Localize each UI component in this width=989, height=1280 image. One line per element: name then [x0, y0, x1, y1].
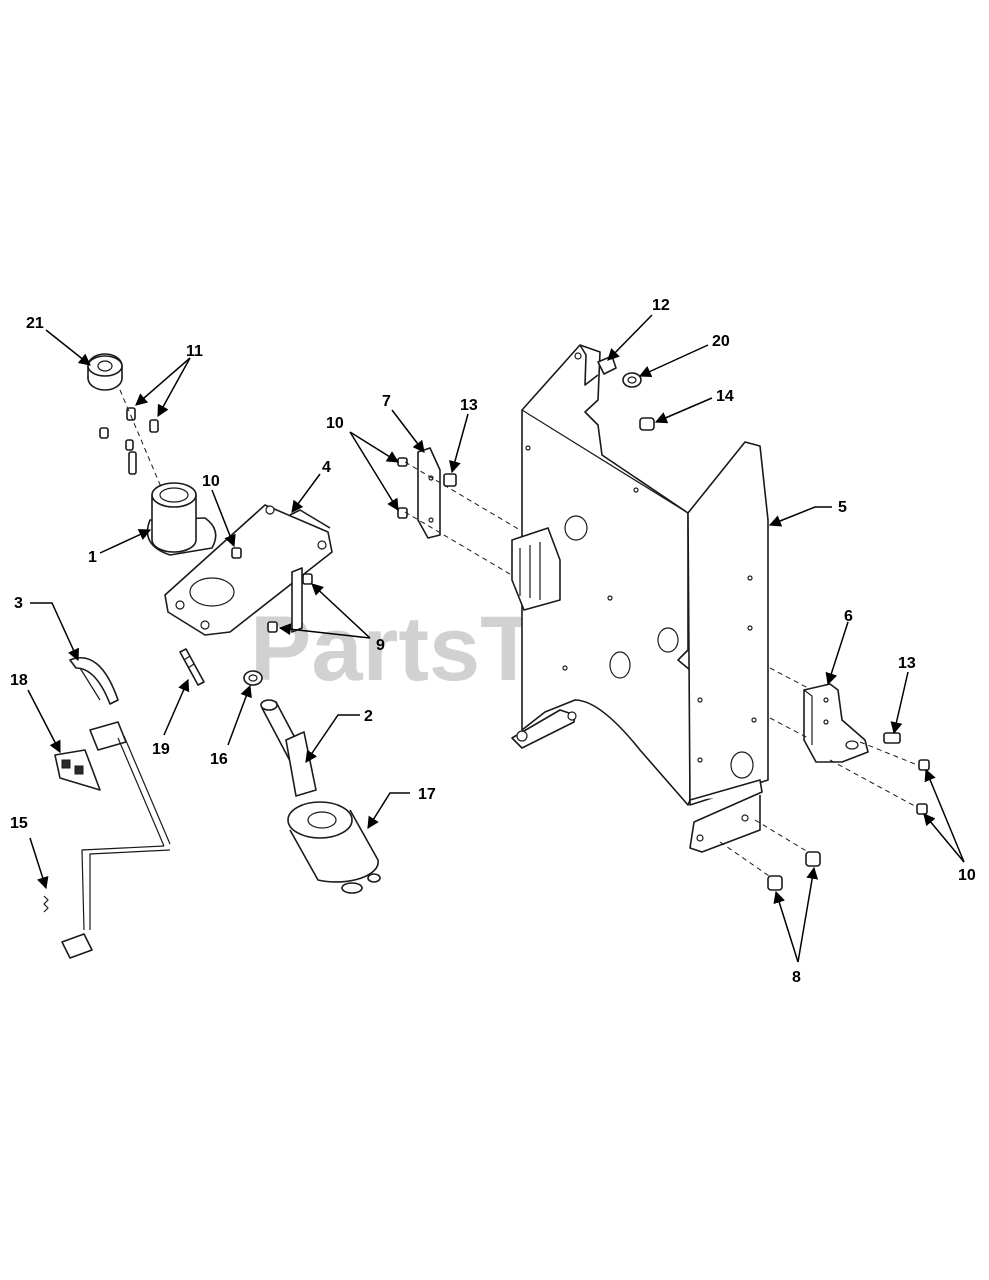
part-2-shaft[interactable]	[260, 699, 317, 797]
callout-7[interactable]: 7	[382, 393, 391, 410]
part-9-bracket-bolts[interactable]	[267, 567, 313, 633]
part-8-bolts[interactable]	[719, 819, 821, 891]
part-18-clip-bracket[interactable]	[54, 749, 101, 791]
part-3-lever-rod[interactable]	[61, 657, 171, 959]
callout-14[interactable]: 14	[716, 388, 734, 405]
callout-10[interactable]: 10	[202, 473, 220, 490]
part-15-spring-clip[interactable]	[43, 895, 49, 913]
callout-9[interactable]: 9	[376, 637, 385, 654]
part-20-washer[interactable]	[622, 372, 642, 388]
part-13-nut-upper[interactable]	[443, 473, 457, 487]
part-13-nut-right[interactable]	[883, 732, 901, 744]
callout-4[interactable]: 4	[322, 459, 331, 476]
callout-13-right[interactable]: 13	[898, 655, 916, 672]
part-11-bolts[interactable]	[99, 389, 176, 521]
callout-3[interactable]: 3	[14, 595, 23, 612]
callout-18[interactable]: 18	[10, 672, 28, 689]
callout-10-right[interactable]: 10	[958, 867, 976, 884]
callout-17[interactable]: 17	[418, 786, 436, 803]
callout-2[interactable]: 2	[364, 708, 373, 725]
callout-8[interactable]: 8	[792, 969, 801, 986]
part-6-side-bracket[interactable]	[769, 667, 926, 811]
part-4-mounting-plate[interactable]	[164, 504, 333, 636]
part-21-bushing[interactable]	[87, 353, 123, 391]
callout-13-upper[interactable]: 13	[460, 397, 478, 414]
leader-lines	[27, 314, 965, 963]
part-16-washer[interactable]	[243, 670, 263, 686]
part-17-motor[interactable]	[287, 801, 381, 894]
callouts: 21 11 10 1 4 3 18 9 19 16 2 17 15 10 7 1…	[10, 297, 976, 986]
callout-16[interactable]: 16	[210, 751, 228, 768]
callout-15[interactable]: 15	[10, 815, 28, 832]
callout-1[interactable]: 1	[88, 549, 97, 566]
callout-20[interactable]: 20	[712, 333, 730, 350]
callout-12[interactable]: 12	[652, 297, 670, 314]
part-10-bolts-right[interactable]	[916, 759, 930, 815]
part-14-nut[interactable]	[639, 417, 655, 431]
part-1-pivot-sleeve[interactable]	[146, 482, 217, 556]
part-7-small-bracket[interactable]	[417, 447, 441, 539]
part-19-pin[interactable]	[179, 648, 205, 686]
callout-19[interactable]: 19	[152, 741, 170, 758]
callout-5[interactable]: 5	[838, 499, 847, 516]
part-10-bolts-upper[interactable]	[397, 457, 521, 581]
part-12-tab[interactable]	[597, 355, 617, 375]
callout-21[interactable]: 21	[26, 315, 44, 332]
callout-6[interactable]: 6	[844, 608, 853, 625]
callout-10-upper[interactable]: 10	[326, 415, 344, 432]
part-5-main-frame[interactable]	[511, 344, 769, 853]
callout-11[interactable]: 11	[186, 343, 203, 360]
